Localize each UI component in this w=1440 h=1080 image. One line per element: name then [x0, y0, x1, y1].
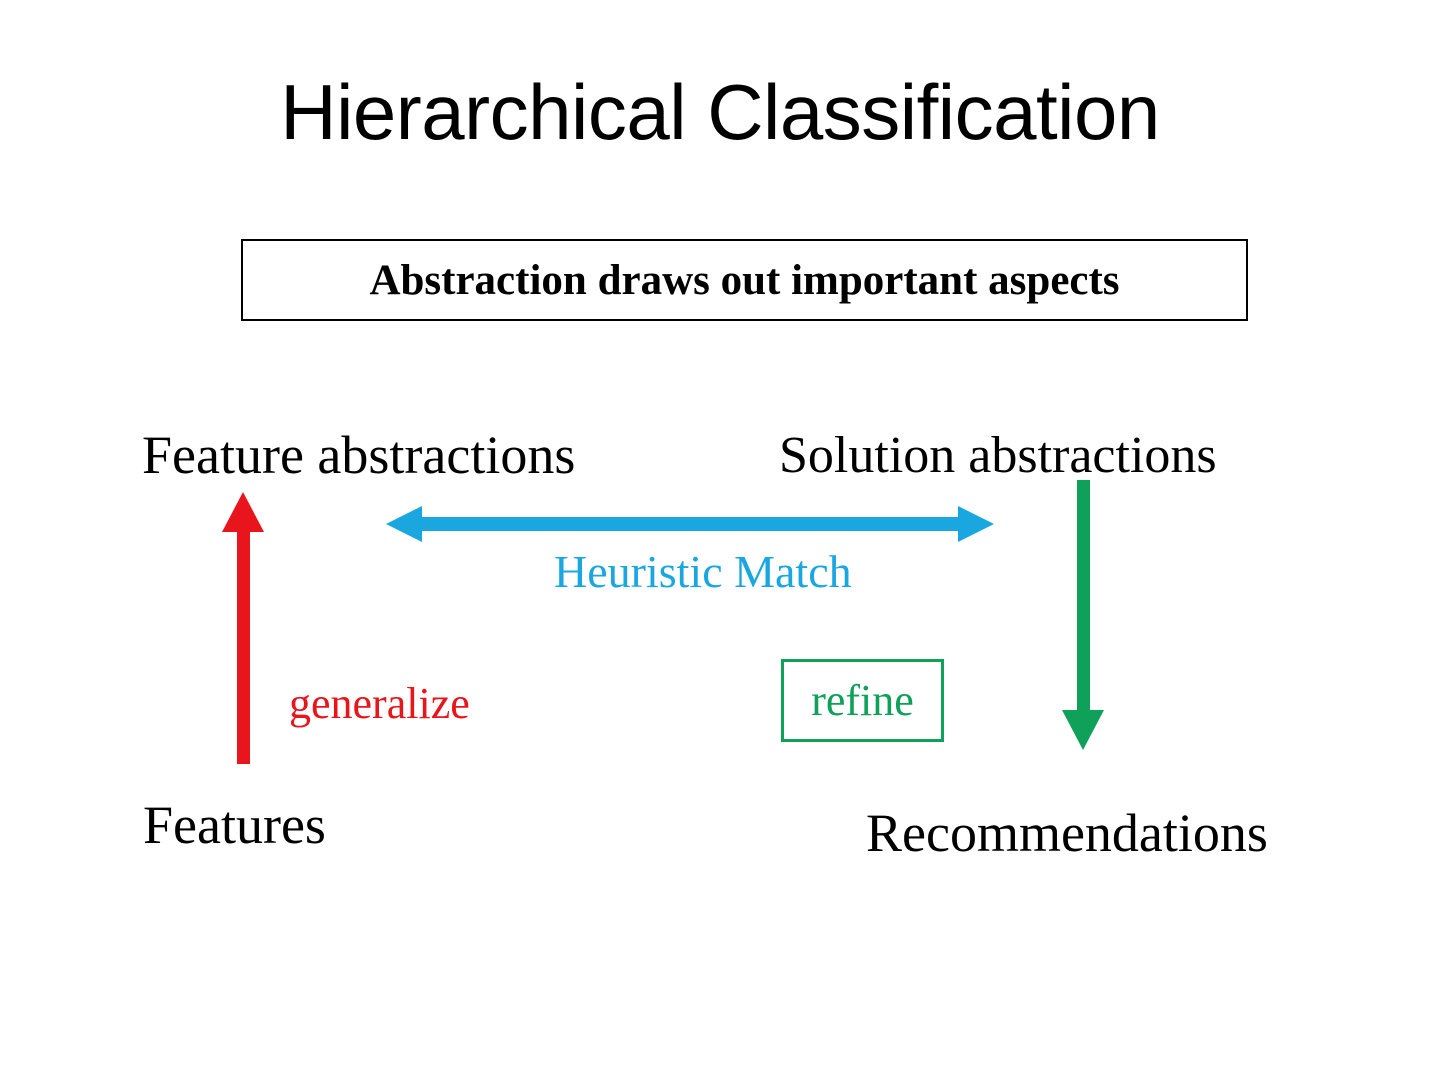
node-recommendations: Recommendations	[866, 803, 1268, 863]
double-headed-arrow-icon	[386, 506, 994, 542]
statement-box: Abstraction draws out important aspects	[241, 239, 1248, 321]
page-title: Hierarchical Classification	[280, 68, 1160, 156]
node-solution-abstractions: Solution abstractions	[779, 427, 1217, 484]
edge-label-refine: refine	[811, 675, 914, 725]
node-features: Features	[143, 795, 326, 855]
node-feature-abstractions: Feature abstractions	[142, 425, 576, 485]
arrow-down-icon	[1062, 480, 1104, 750]
edge-label-generalize: generalize	[289, 679, 470, 728]
arrow-up-icon	[222, 492, 264, 764]
edge-label-refine-box: refine	[781, 659, 944, 742]
statement-text: Abstraction draws out important aspects	[369, 256, 1120, 304]
edge-label-heuristic-match: Heuristic Match	[554, 546, 852, 597]
